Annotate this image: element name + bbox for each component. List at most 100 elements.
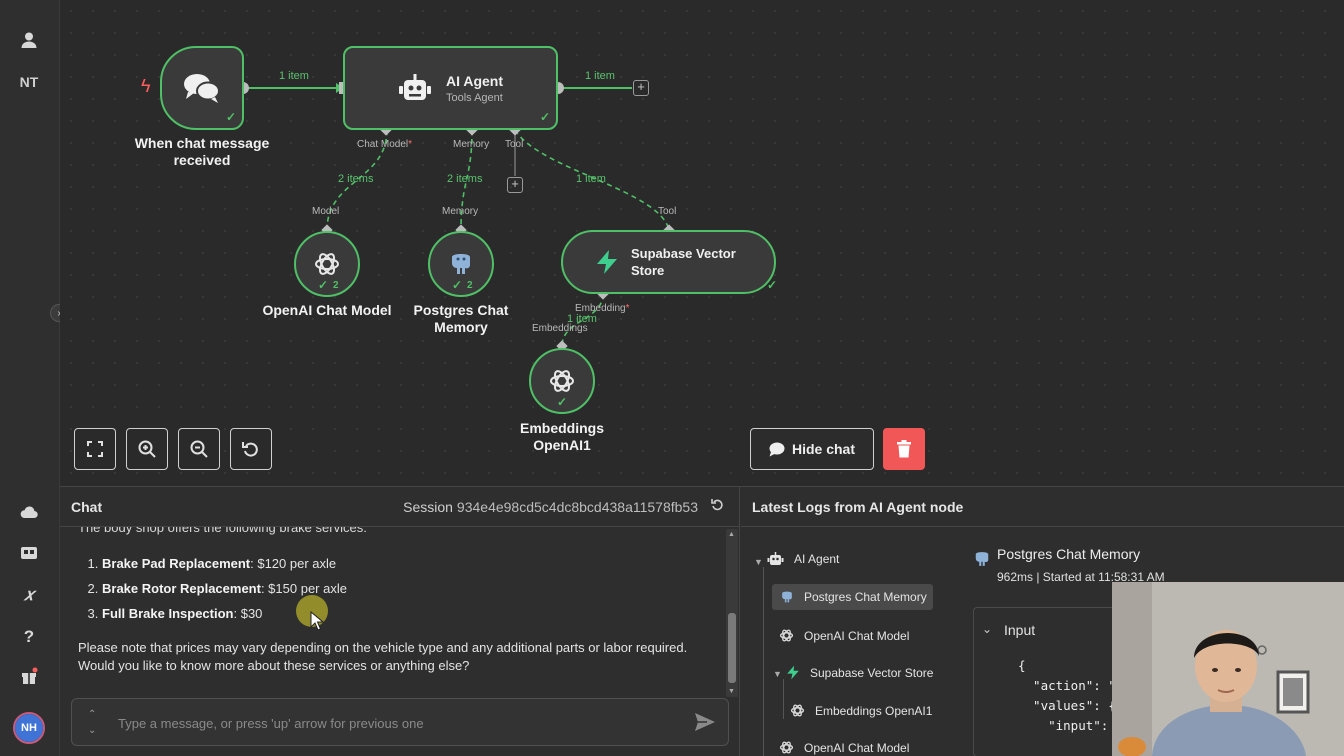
logs-header: Latest Logs from AI Agent node	[741, 487, 1344, 527]
log-tree-label: Postgres Chat Memory	[804, 590, 927, 604]
templates-icon[interactable]	[14, 538, 44, 568]
node-ai-agent[interactable]: AI Agent Tools Agent ✓	[343, 46, 558, 130]
list-item: Brake Pad Replacement: $120 per axle	[102, 555, 718, 573]
avatar[interactable]: NH	[15, 714, 43, 742]
wire-label-tool: 1 item	[576, 173, 606, 185]
port-label-chat-model: Chat Model*	[357, 139, 413, 150]
zoom-to-fit-button[interactable]	[74, 428, 116, 470]
wire-label-model: 2 items	[338, 173, 374, 185]
fit-view-icon	[87, 441, 103, 457]
success-check-icon: ✓	[452, 278, 463, 292]
chat-title: Chat	[71, 499, 103, 515]
webcam-overlay	[1112, 582, 1344, 756]
reset-session-button[interactable]	[711, 498, 724, 514]
node-embeddings-openai[interactable]: ✓	[529, 348, 595, 414]
log-detail-title: Postgres Chat Memory	[997, 546, 1141, 562]
elephant-icon	[782, 591, 792, 603]
scroll-up-icon[interactable]: ▲	[728, 531, 735, 538]
port-label-embedding: Embedding*	[575, 303, 630, 314]
gift-icon[interactable]	[14, 661, 44, 691]
logs-pane: Latest Logs from AI Agent node ▼ AI Agen…	[741, 487, 1344, 756]
scroll-down-icon[interactable]: ▼	[728, 688, 735, 695]
node-chat-trigger[interactable]: ✓	[160, 46, 244, 130]
log-tree-label: OpenAI Chat Model	[804, 628, 910, 643]
add-output-node-button[interactable]: +	[633, 80, 649, 96]
send-icon[interactable]	[694, 712, 716, 732]
delete-button[interactable]	[883, 428, 925, 470]
tree-guide-line	[763, 567, 764, 756]
openai-icon	[790, 704, 805, 717]
port-label-model-in: Model	[312, 206, 340, 217]
port-label-tool-in: Tool	[658, 206, 677, 217]
robot-icon	[767, 552, 784, 565]
node-title-postgres: Postgres Chat Memory	[413, 302, 509, 335]
port-label-memory: Memory	[453, 139, 490, 150]
json-line: "action": "	[1018, 678, 1116, 693]
tree-guide-line	[783, 679, 784, 719]
run-count-badge: 2	[467, 280, 473, 291]
log-tree-label: Supabase Vector Store	[810, 665, 934, 680]
user-icon[interactable]	[14, 25, 44, 55]
log-tree-item-ai-agent[interactable]: AI Agent	[767, 552, 839, 566]
reset-zoom-button[interactable]	[230, 428, 272, 470]
bolt-icon	[787, 665, 799, 680]
log-tree-item-openai-2[interactable]: OpenAI Chat Model	[779, 740, 909, 755]
port-label-tool: Tool	[505, 139, 524, 150]
chevron-down-icon[interactable]: ▼	[754, 557, 763, 567]
chat-message-input[interactable]	[118, 713, 678, 733]
session-id: 934e4e98cd5c4dc8bcd438a11578fb53	[456, 499, 698, 515]
node-openai-chat-model[interactable]: ✓ 2	[294, 231, 360, 297]
openai-icon	[315, 253, 339, 275]
openai-icon	[779, 741, 794, 754]
input-section-label[interactable]: Input	[1004, 622, 1036, 638]
left-sidebar: NT 𝑥 ? NH	[0, 0, 60, 756]
openai-icon	[779, 629, 794, 642]
zoom-in-button[interactable]	[126, 428, 168, 470]
add-tool-button[interactable]: +	[507, 177, 523, 193]
service-name: Brake Rotor Replacement	[102, 581, 261, 596]
node-postgres-memory[interactable]: ✓ 2	[428, 231, 494, 297]
cloud-icon[interactable]	[14, 497, 44, 527]
avatar-ring	[13, 712, 45, 744]
json-line: {	[1018, 658, 1026, 673]
message-text: The body shop offers the following brake…	[78, 527, 367, 535]
openai-icon	[550, 370, 574, 392]
history-arrows-icon[interactable]: ⌃⌄	[88, 709, 97, 736]
log-tree-label: Embeddings OpenAI1	[815, 703, 933, 718]
port-label-embeddings-in: Embeddings	[532, 323, 588, 334]
node-title-openai-chat: OpenAI Chat Model	[262, 302, 392, 318]
bolt-icon	[597, 250, 617, 274]
node-title-embeddings: Embeddings OpenAI1	[519, 420, 604, 453]
chat-bubbles-icon	[184, 74, 220, 103]
chevron-down-icon[interactable]: ⌄	[982, 622, 993, 636]
hide-chat-button[interactable]: Hide chat	[750, 428, 874, 470]
wire-label-embedding: 1 item	[567, 313, 597, 325]
chevron-down-icon[interactable]: ▼	[773, 669, 782, 679]
agent-subtitle: Tools Agent	[445, 91, 503, 104]
zoom-in-icon	[138, 440, 156, 458]
chat-messages: The body shop offers the following brake…	[78, 527, 718, 697]
variables-icon[interactable]: 𝑥	[24, 585, 34, 604]
service-price: : $120 per axle	[250, 556, 337, 571]
chat-bubble-icon	[769, 442, 785, 456]
service-name: Brake Pad Replacement	[102, 556, 251, 571]
log-tree-item-postgres[interactable]: Postgres Chat Memory	[772, 584, 933, 610]
log-tree-item-embeddings[interactable]: Embeddings OpenAI1	[790, 703, 932, 718]
chat-input-box: ⌃⌄	[71, 698, 729, 746]
node-title-trigger: When chat message received	[134, 135, 270, 168]
node-supabase-vector-store[interactable]: Supabase Vector Store	[561, 230, 776, 294]
zoom-out-button[interactable]	[178, 428, 220, 470]
service-name: Full Brake Inspection	[102, 606, 234, 621]
log-tree-item-openai[interactable]: OpenAI Chat Model	[779, 628, 909, 643]
success-check-icon: ✓	[318, 278, 329, 292]
log-tree-item-supabase[interactable]: Supabase Vector Store	[786, 665, 933, 680]
json-line: "input":	[1018, 718, 1109, 733]
chat-scrollbar[interactable]: ▲ ▼	[726, 529, 738, 697]
project-initials[interactable]: NT	[19, 74, 39, 90]
help-icon[interactable]: ?	[23, 627, 35, 646]
wire-label-memory: 2 items	[447, 173, 483, 185]
scroll-thumb[interactable]	[728, 613, 736, 683]
